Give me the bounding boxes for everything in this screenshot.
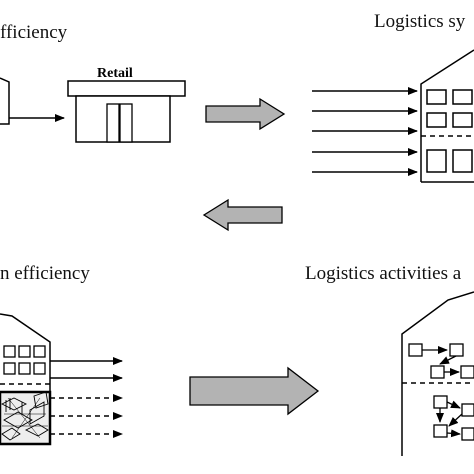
outbound-arrows-bottom-left [50,357,123,438]
window [426,149,447,173]
window [426,112,447,128]
label-top-left: fficiency [0,22,68,43]
activity-box [449,343,464,357]
window [452,149,473,173]
window [3,362,16,375]
window [452,112,473,128]
activity-flow-upper [408,343,474,379]
block-arrow-right-bottom [189,366,320,416]
window [452,89,473,105]
inbound-arrows-top-right [312,87,418,176]
window [3,345,16,358]
activity-arrow [446,400,461,409]
label-bottom-right: Logistics activities a [305,263,462,284]
activity-arrow [439,355,457,365]
retail-store: Retail [67,66,186,143]
activity-arrow [448,413,463,427]
window [426,89,447,105]
logistics-building-bottom-right [401,291,474,456]
retail-door-right [119,103,133,143]
activity-box [408,343,423,357]
logistics-building-bottom-left [0,313,52,446]
activity-box [433,424,448,438]
window [33,345,46,358]
retail-door-left [106,103,120,143]
activity-box [461,403,474,417]
logistics-building-top-right [420,49,474,183]
activity-flow-lower [433,395,474,441]
activity-box [461,427,474,441]
activity-arrow [446,429,461,438]
block-arrow-left-middle [202,198,283,232]
window [18,362,31,375]
window [18,345,31,358]
warehouse-machinery-illustration [0,390,52,446]
retail-sign-board [67,80,186,97]
partial-building-top-left [0,77,10,125]
label-bottom-left: n efficiency [0,263,90,284]
window [33,362,46,375]
activity-box [460,365,474,379]
activity-box [430,365,445,379]
retail-label: Retail [97,66,133,81]
activity-box [433,395,448,409]
block-arrow-right-top [205,97,286,131]
label-top-right: Logistics sy [374,11,466,32]
